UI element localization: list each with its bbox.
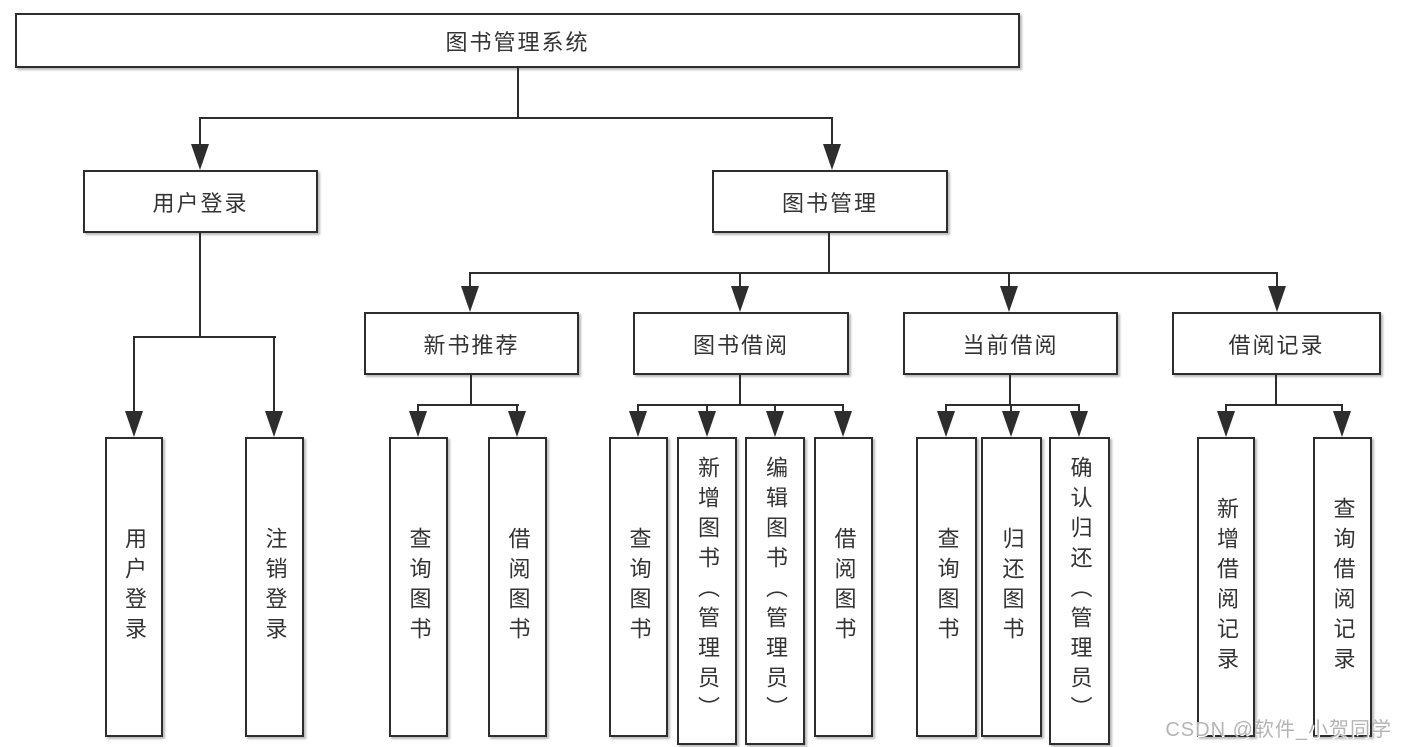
node-label: 图书管理系统 (445, 29, 590, 55)
leaf-label: 新增图书（管理员） (695, 456, 720, 726)
arrowhead (937, 411, 955, 437)
connector-line (199, 117, 833, 119)
node-label: 图书借阅 (692, 332, 789, 358)
arrowhead (409, 411, 427, 437)
arrowhead (834, 411, 852, 437)
node-label: 用户登录 (152, 190, 249, 216)
leaf-label: 用户登录 (122, 527, 147, 647)
node-new-book-recommendation: 新书推荐 (364, 312, 579, 375)
connector-line (1008, 272, 1010, 290)
connector-line (1078, 404, 1080, 415)
leaf-return-books: 归还图书 (981, 437, 1042, 737)
connector-line (199, 233, 201, 338)
node-label: 新书推荐 (423, 332, 520, 358)
arrowhead (1000, 286, 1018, 312)
connector-line (469, 272, 471, 290)
node-library-management-system: 图书管理系统 (15, 13, 1020, 68)
arrowhead (1002, 411, 1020, 437)
connector-line (133, 336, 276, 338)
leaf-label: 编辑图书（管理员） (763, 456, 788, 726)
leaf-edit-books-admin: 编辑图书（管理员） (745, 437, 805, 745)
connector-line (1341, 404, 1343, 415)
leaf-label: 归还图书 (999, 527, 1025, 647)
arrowhead (125, 411, 143, 437)
connector-line (945, 404, 947, 415)
connector-line (470, 272, 1278, 274)
node-current-borrowing: 当前借阅 (903, 312, 1118, 375)
connector-line (470, 375, 472, 406)
leaf-borrow-books-recommend: 借阅图书 (488, 437, 547, 737)
leaf-query-books-recommend: 查询图书 (389, 437, 448, 737)
node-book-borrowing: 图书借阅 (633, 312, 849, 375)
leaf-user-login: 用户登录 (105, 437, 163, 737)
connector-line (637, 404, 844, 406)
connector-line (1010, 404, 1012, 415)
arrowhead (1333, 411, 1351, 437)
connector-line (1275, 375, 1277, 406)
arrowhead (191, 144, 209, 170)
arrowhead (629, 411, 647, 437)
arrowhead (731, 286, 749, 312)
arrowhead (698, 411, 716, 437)
leaf-label: 查询借阅记录 (1330, 497, 1356, 677)
connector-line (417, 404, 519, 406)
leaf-query-borrow-record: 查询借阅记录 (1313, 437, 1372, 737)
node-label: 当前借阅 (962, 332, 1059, 358)
connector-line (706, 404, 708, 415)
leaf-label: 新增借阅记录 (1214, 497, 1239, 677)
leaf-add-borrow-record: 新增借阅记录 (1197, 437, 1255, 737)
leaf-label: 借阅图书 (831, 527, 857, 647)
connector-line (273, 336, 275, 415)
connector-line (945, 404, 1080, 406)
connector-line (739, 375, 741, 406)
connector-line (739, 272, 741, 290)
connector-line (133, 336, 135, 415)
leaf-confirm-return-admin: 确认归还（管理员） (1049, 437, 1110, 745)
arrowhead (1217, 411, 1235, 437)
node-borrow-records: 借阅记录 (1172, 312, 1381, 375)
node-label: 借阅记录 (1228, 332, 1325, 358)
arrowhead (1070, 411, 1088, 437)
connector-line (637, 404, 639, 415)
leaf-label: 查询图书 (626, 527, 652, 647)
leaf-label: 确认归还（管理员） (1067, 456, 1093, 726)
connector-line (1009, 375, 1011, 406)
leaf-query-books-current: 查询图书 (916, 437, 977, 737)
node-label: 图书管理 (781, 190, 878, 216)
leaf-label: 注销登录 (262, 527, 288, 647)
connector-line (1276, 272, 1278, 290)
arrowhead (1268, 286, 1286, 312)
connector-line (1225, 404, 1343, 406)
leaf-label: 查询图书 (406, 527, 432, 647)
connector-line (842, 404, 844, 415)
leaf-query-books-borrow: 查询图书 (609, 437, 668, 737)
arrowhead (461, 286, 479, 312)
csdn-watermark: CSDN @软件_小贺同学 (1165, 719, 1392, 741)
connector-line (828, 233, 830, 274)
node-user-login: 用户登录 (83, 170, 318, 233)
arrowhead (265, 411, 283, 437)
node-book-management: 图书管理 (712, 170, 948, 233)
connector-line (831, 117, 833, 148)
arrowhead (823, 144, 841, 170)
leaf-add-books-admin: 新增图书（管理员） (677, 437, 737, 745)
arrowhead (508, 411, 526, 437)
arrowhead (766, 411, 784, 437)
connector-line (774, 404, 776, 415)
connector-line (417, 404, 419, 415)
connector-line (517, 68, 519, 119)
leaf-logout-login: 注销登录 (245, 437, 304, 737)
connector-line (516, 404, 518, 415)
connector-line (199, 117, 201, 148)
leaf-label: 查询图书 (934, 527, 960, 647)
leaf-borrow-books: 借阅图书 (814, 437, 873, 737)
leaf-label: 借阅图书 (505, 527, 531, 647)
connector-line (1225, 404, 1227, 415)
